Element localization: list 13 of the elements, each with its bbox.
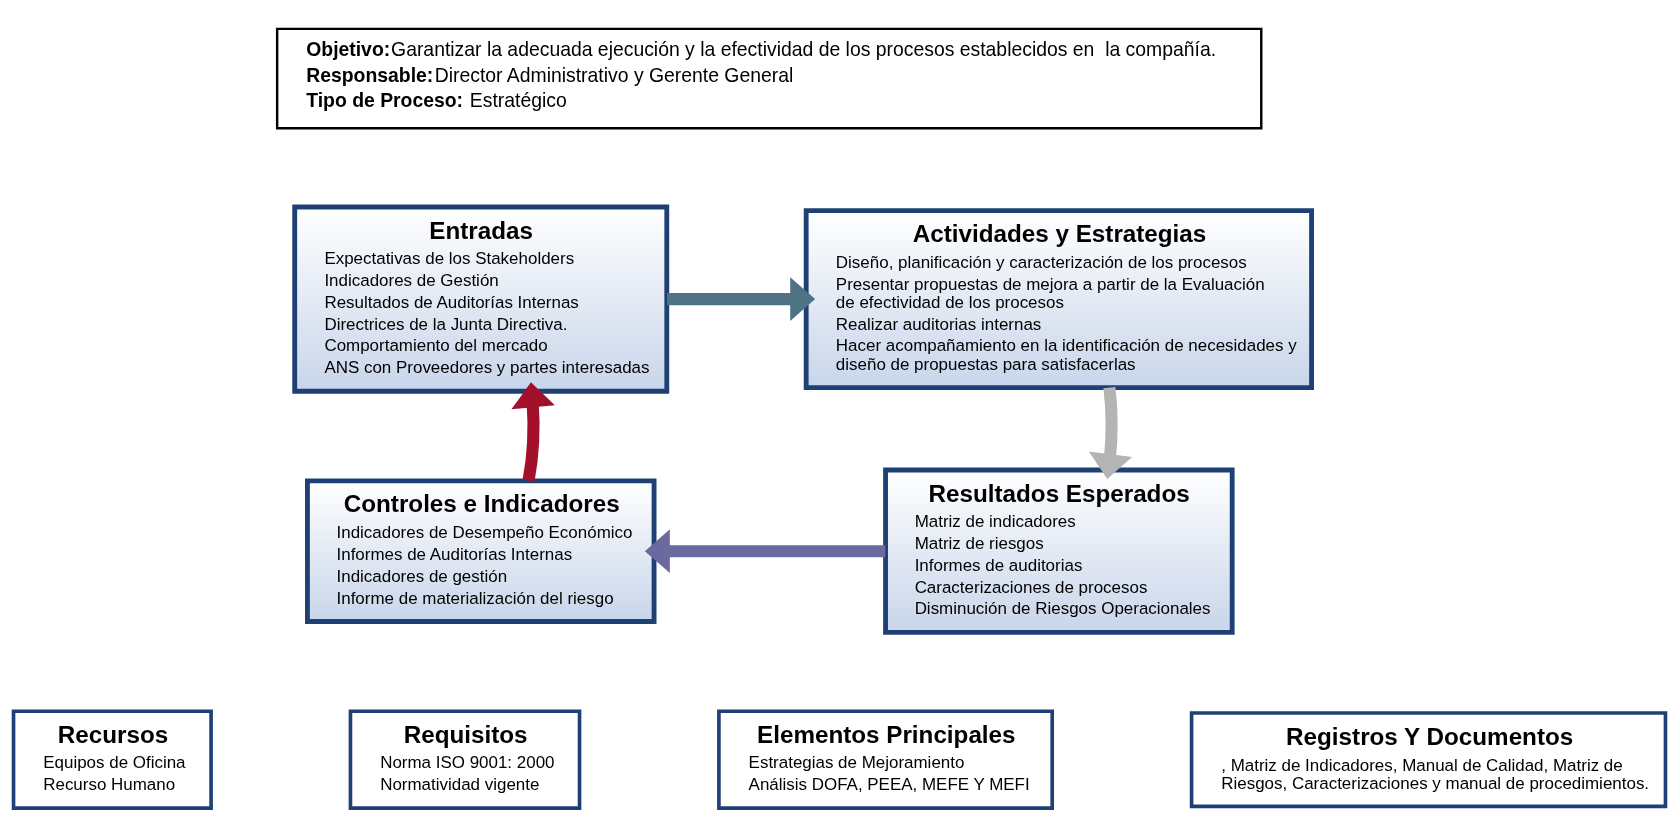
node-box: Resultados Esperados Matriz de indicadores Matriz de riesgos Informes de auditorias Caracterizaciones de procesos Disminución de Riesgos Operacionales xyxy=(883,467,1235,635)
node-box: Controles e Indicadores Indicadores de Desempeño Económico Informes de Auditorías Internas Indicadores de gestión Informe de materialización del riesgo xyxy=(305,478,657,624)
node-box: Objetivo:Garantizar la adecuada ejecución y la efectividad de los procesos establecidos en la compañía. Responsable:Director Administrativo y Gerente General Tipo de Proceso: Estratégico xyxy=(275,27,1263,129)
arrow xyxy=(1088,386,1133,479)
arrow xyxy=(511,381,555,482)
node-box: Requisitos Norma ISO 9001: 2000 Normatividad vigente xyxy=(348,708,582,810)
node-box: Recursos Equipos de Oficina Recurso Humano xyxy=(11,708,213,810)
node-box: Elementos Principales Estrategias de Mejoramiento Análisis DOFA, PEEA, MEFE Y MEFI xyxy=(717,708,1054,810)
node-box: Entradas Expectativas de los Stakeholders Indicadores de Gestión Resultados de Auditorías Internas Directrices de la Junta Directiva. Comportamiento del mercado ANS con Proveedores y partes interesadas xyxy=(292,204,670,394)
node-box: Actividades y Estrategias Diseño, planificación y caracterización de los procesos Presentar propuestas de mejora a partir de la Evaluación de efectividad de los procesos Realizar auditorias internas Hacer acompañamiento en la identificación de necesidades y diseño de propuestas para satisfacerlas xyxy=(803,207,1314,390)
arrow xyxy=(667,276,816,321)
node-box: Registros Y Documentos , Matriz de Indicadores, Manual de Calidad, Matriz de Riesgos, Caracterizaciones y manual de procedimientos. xyxy=(1189,710,1668,808)
arrow xyxy=(644,528,886,573)
